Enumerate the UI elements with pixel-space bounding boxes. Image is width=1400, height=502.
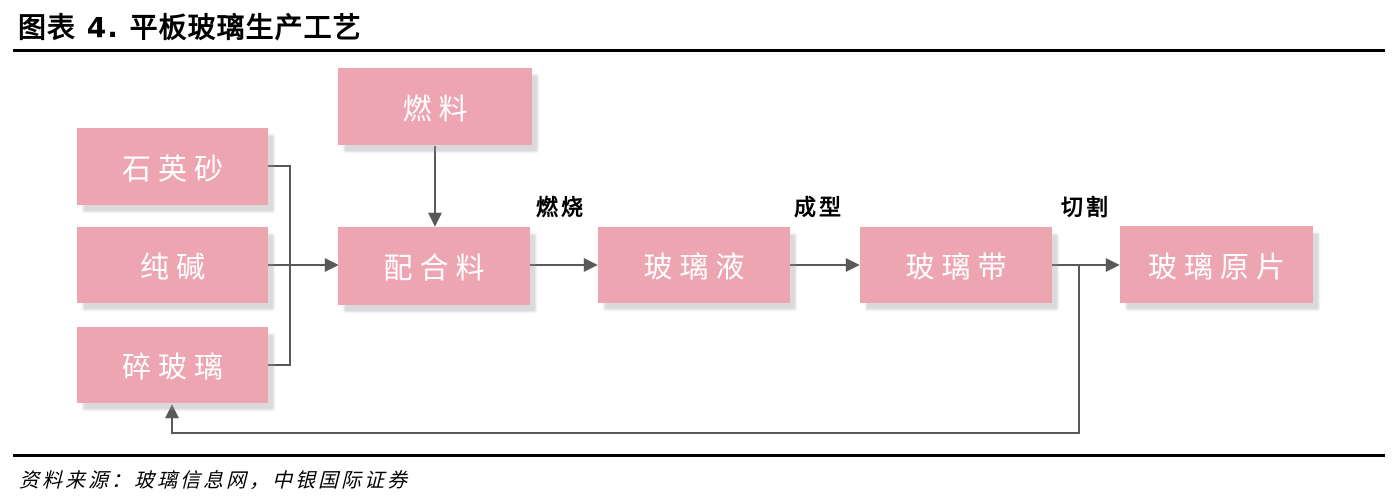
node-batch-mix-label: 配合料 — [383, 251, 492, 285]
node-glass-ribbon: 玻璃带 — [860, 227, 1052, 303]
figure-title: 图表 4. 平板玻璃生产工艺 — [18, 11, 362, 44]
title-divider-rule — [13, 49, 1385, 52]
node-fuel: 燃料 — [338, 68, 532, 145]
node-raw-glass-sheet-label: 玻璃原片 — [1147, 249, 1292, 284]
edge-recycle-to-cullet — [165, 266, 1080, 434]
node-soda-ash-label: 纯碱 — [139, 250, 212, 284]
node-quartz-sand-label: 石英砂 — [121, 151, 230, 186]
edge-label-forming: 成型 — [794, 196, 845, 221]
source-divider-rule — [13, 454, 1385, 457]
node-glass-ribbon-label: 玻璃带 — [905, 250, 1014, 284]
node-raw-glass-sheet: 玻璃原片 — [1120, 226, 1313, 303]
node-fuel-label: 燃料 — [402, 91, 475, 126]
source-note: 资料来源：玻璃信息网，中银国际证券 — [19, 468, 410, 492]
edge-label-cutting: 切割 — [1061, 196, 1112, 221]
node-cullet: 碎玻璃 — [77, 327, 268, 403]
node-molten-glass: 玻璃液 — [598, 227, 790, 303]
node-quartz-sand: 石英砂 — [77, 128, 268, 205]
node-soda-ash: 纯碱 — [77, 227, 268, 303]
node-molten-glass-label: 玻璃液 — [643, 250, 752, 284]
edge-label-combustion: 燃烧 — [536, 196, 587, 221]
node-batch-mix: 配合料 — [338, 227, 530, 305]
node-cullet-label: 碎玻璃 — [121, 350, 230, 384]
